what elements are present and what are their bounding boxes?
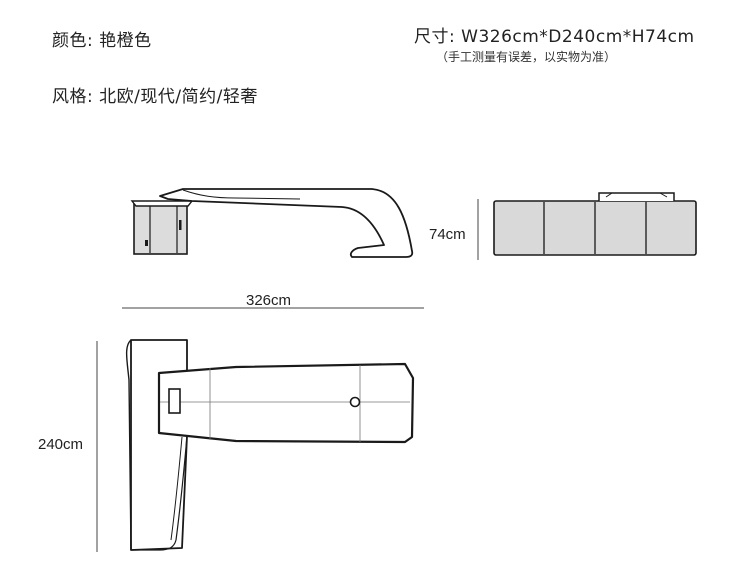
width-dimension-label: 326cm bbox=[246, 292, 292, 309]
size-note: （手工测量有误差，以实物为准） bbox=[436, 50, 617, 64]
depth-dimension-label: 240cm bbox=[38, 436, 84, 453]
top-view-desktop bbox=[157, 362, 415, 444]
size-label: 尺寸: bbox=[414, 27, 456, 47]
size-value: W326cm*D240cm*H74cm bbox=[461, 27, 695, 47]
height-dimension-label: 74cm bbox=[429, 226, 466, 243]
front-view-desktop bbox=[159, 188, 414, 258]
color-spec: 颜色: 艳橙色 bbox=[52, 26, 152, 51]
cable-grommet-slot bbox=[168, 388, 181, 414]
style-label: 风格: bbox=[52, 87, 94, 107]
color-label: 颜色: bbox=[52, 31, 94, 51]
style-spec: 风格: 北欧/现代/简约/轻奢 bbox=[52, 82, 258, 107]
side-view-top bbox=[598, 192, 675, 201]
front-view-drawing bbox=[130, 188, 414, 258]
style-value: 北欧/现代/简约/轻奢 bbox=[99, 87, 258, 107]
front-view-cabinet bbox=[133, 201, 188, 255]
color-value: 艳橙色 bbox=[99, 31, 152, 51]
size-spec: 尺寸: W326cm*D240cm*H74cm bbox=[414, 22, 695, 47]
top-view-drawing bbox=[96, 339, 415, 552]
cable-grommet-hole bbox=[349, 396, 361, 408]
side-view-drawing bbox=[477, 192, 697, 260]
